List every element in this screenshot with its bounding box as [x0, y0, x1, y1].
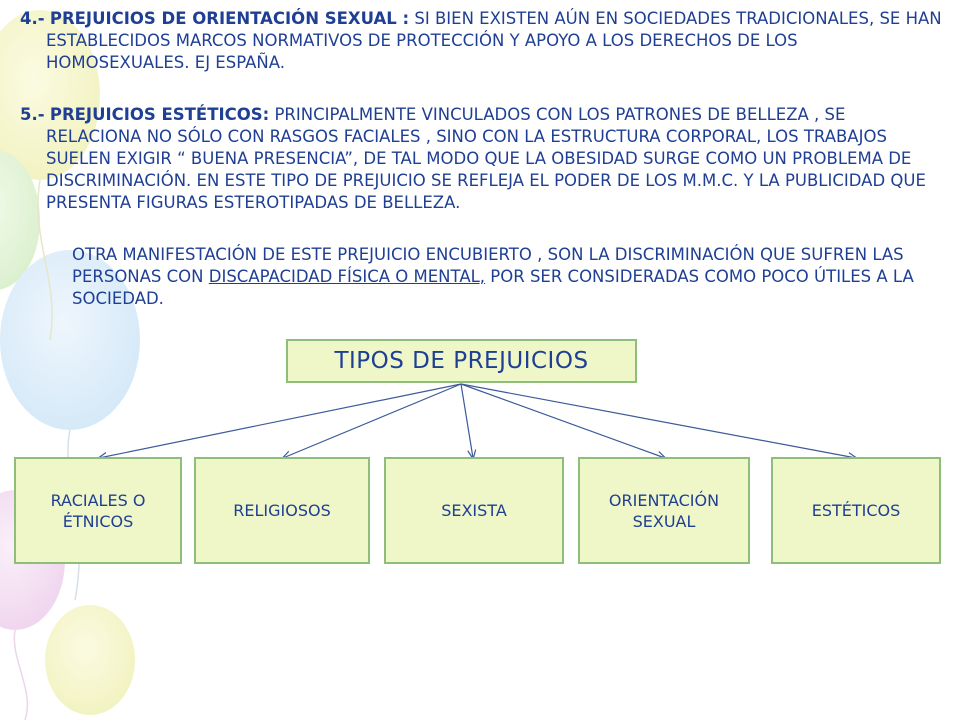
item-4-heading: PREJUICIOS DE ORIENTACIÓN SEXUAL : — [49, 9, 410, 28]
prejudice-types-diagram: TIPOS DE PREJUICIOS RACIALES O ÉTNICOS R… — [0, 330, 960, 580]
item-5-heading: PREJUICIOS ESTÉTICOS: — [49, 105, 270, 124]
balloon-yellow-bottom — [45, 605, 135, 715]
item-5-text: PRINCIPALMENTE VINCULADOS CON LOS PATRON… — [46, 105, 926, 212]
item-5-number: 5.- — [20, 105, 45, 124]
connector-religiosos — [283, 383, 462, 458]
node-esteticos: ESTÉTICOS — [771, 457, 941, 564]
connector-raciales — [99, 383, 462, 458]
node-religiosos: RELIGIOSOS — [194, 457, 370, 564]
item-5-esteticos: 5.- PREJUICIOS ESTÉTICOS: PRINCIPALMENTE… — [20, 104, 945, 214]
connector-orientacion — [460, 383, 665, 458]
balloon-yellow — [0, 10, 100, 180]
node-raciales-etnicos: RACIALES O ÉTNICOS — [14, 457, 182, 564]
diagram-connectors — [0, 383, 960, 580]
continuation-underlined: DISCAPACIDAD FÍSICA O MENTAL, — [208, 267, 486, 286]
item-4-text: SI BIEN EXISTEN AÚN EN SOCIEDADES TRADIC… — [46, 9, 942, 72]
connector-sexista — [460, 383, 473, 458]
item-4-number: 4.- — [20, 9, 45, 28]
root-node-tipos-de-prejuicios: TIPOS DE PREJUICIOS — [286, 339, 637, 383]
balloon-green — [0, 150, 40, 290]
connector-esteticos — [460, 383, 856, 458]
continuation-text-after: POR SER CONSIDERADAS COMO POCO ÚTILES A … — [72, 267, 914, 308]
item-4-orientacion-sexual: 4.- PREJUICIOS DE ORIENTACIÓN SEXUAL : S… — [20, 8, 945, 74]
item-5-continuation: OTRA MANIFESTACIÓN DE ESTE PREJUICIO ENC… — [20, 244, 945, 310]
continuation-text-before: OTRA MANIFESTACIÓN DE ESTE PREJUICIO ENC… — [72, 245, 904, 286]
node-orientacion-sexual: ORIENTACIÓN SEXUAL — [578, 457, 750, 564]
node-sexista: SEXISTA — [384, 457, 564, 564]
balloon-blue — [0, 250, 140, 430]
